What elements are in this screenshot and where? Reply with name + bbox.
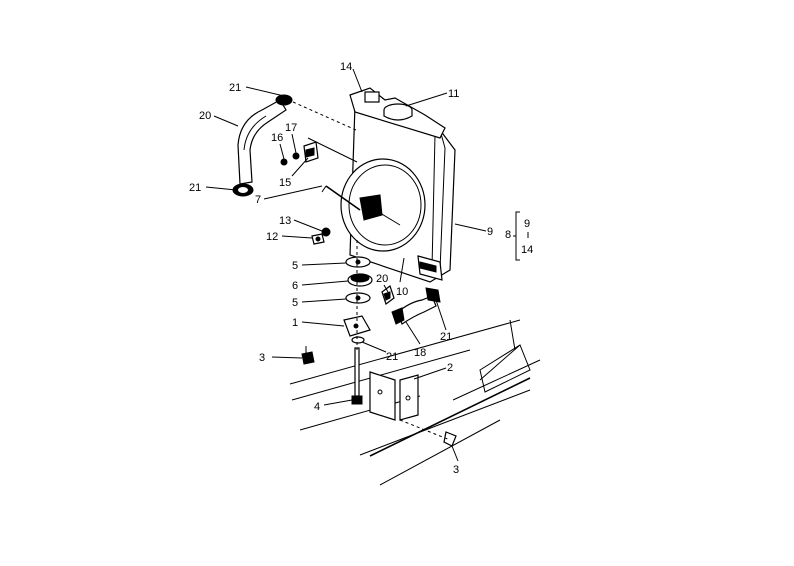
callout-8: 8 — [505, 229, 511, 241]
lower-hose — [381, 285, 441, 325]
callout-14: 14 — [340, 61, 352, 73]
callout-3: 3 — [453, 464, 459, 476]
bolt-right — [399, 419, 457, 447]
callout-5: 5 — [292, 297, 298, 309]
nut — [321, 227, 331, 237]
callout-9: 9 — [487, 226, 493, 238]
callout-21: 21 — [229, 82, 241, 94]
drain-cock — [280, 141, 319, 166]
callout-12: 12 — [266, 231, 278, 243]
callout-17: 17 — [285, 122, 297, 134]
callout-20: 20 — [376, 273, 388, 285]
callout-18: 18 — [414, 347, 426, 359]
leader-lines — [205, 68, 529, 462]
callout-2: 2 — [447, 362, 453, 374]
callout-1: 1 — [292, 317, 298, 329]
callout-21: 21 — [440, 331, 452, 343]
callout-6: 6 — [292, 280, 298, 292]
callout-10: 10 — [396, 286, 408, 298]
radiator-cap — [383, 103, 413, 121]
callout-labels: 21 20 21 16 17 15 7 13 12 14 11 9 8 9 14… — [189, 61, 533, 476]
rod — [321, 185, 361, 211]
hose-clamp-upper — [275, 94, 293, 106]
upper-hose — [237, 99, 287, 185]
mount-bracket — [369, 371, 419, 421]
bolt-left — [301, 346, 315, 365]
mount-stack — [343, 240, 373, 405]
callout-11: 11 — [448, 88, 459, 100]
callout-14-ref: 14 — [521, 244, 533, 256]
callout-7: 7 — [255, 194, 261, 206]
bolt-small — [311, 233, 325, 245]
callout-9-ref: 9 — [524, 218, 530, 230]
callout-5: 5 — [292, 260, 298, 272]
callout-16: 16 — [271, 132, 283, 144]
callout-21: 21 — [189, 182, 201, 194]
frame-rails — [289, 319, 541, 486]
callout-21: 21 — [386, 351, 398, 363]
callout-20: 20 — [199, 110, 211, 122]
callout-15: 15 — [279, 177, 291, 189]
callout-3: 3 — [259, 352, 265, 364]
callout-4: 4 — [314, 401, 320, 413]
callout-13: 13 — [279, 215, 291, 227]
